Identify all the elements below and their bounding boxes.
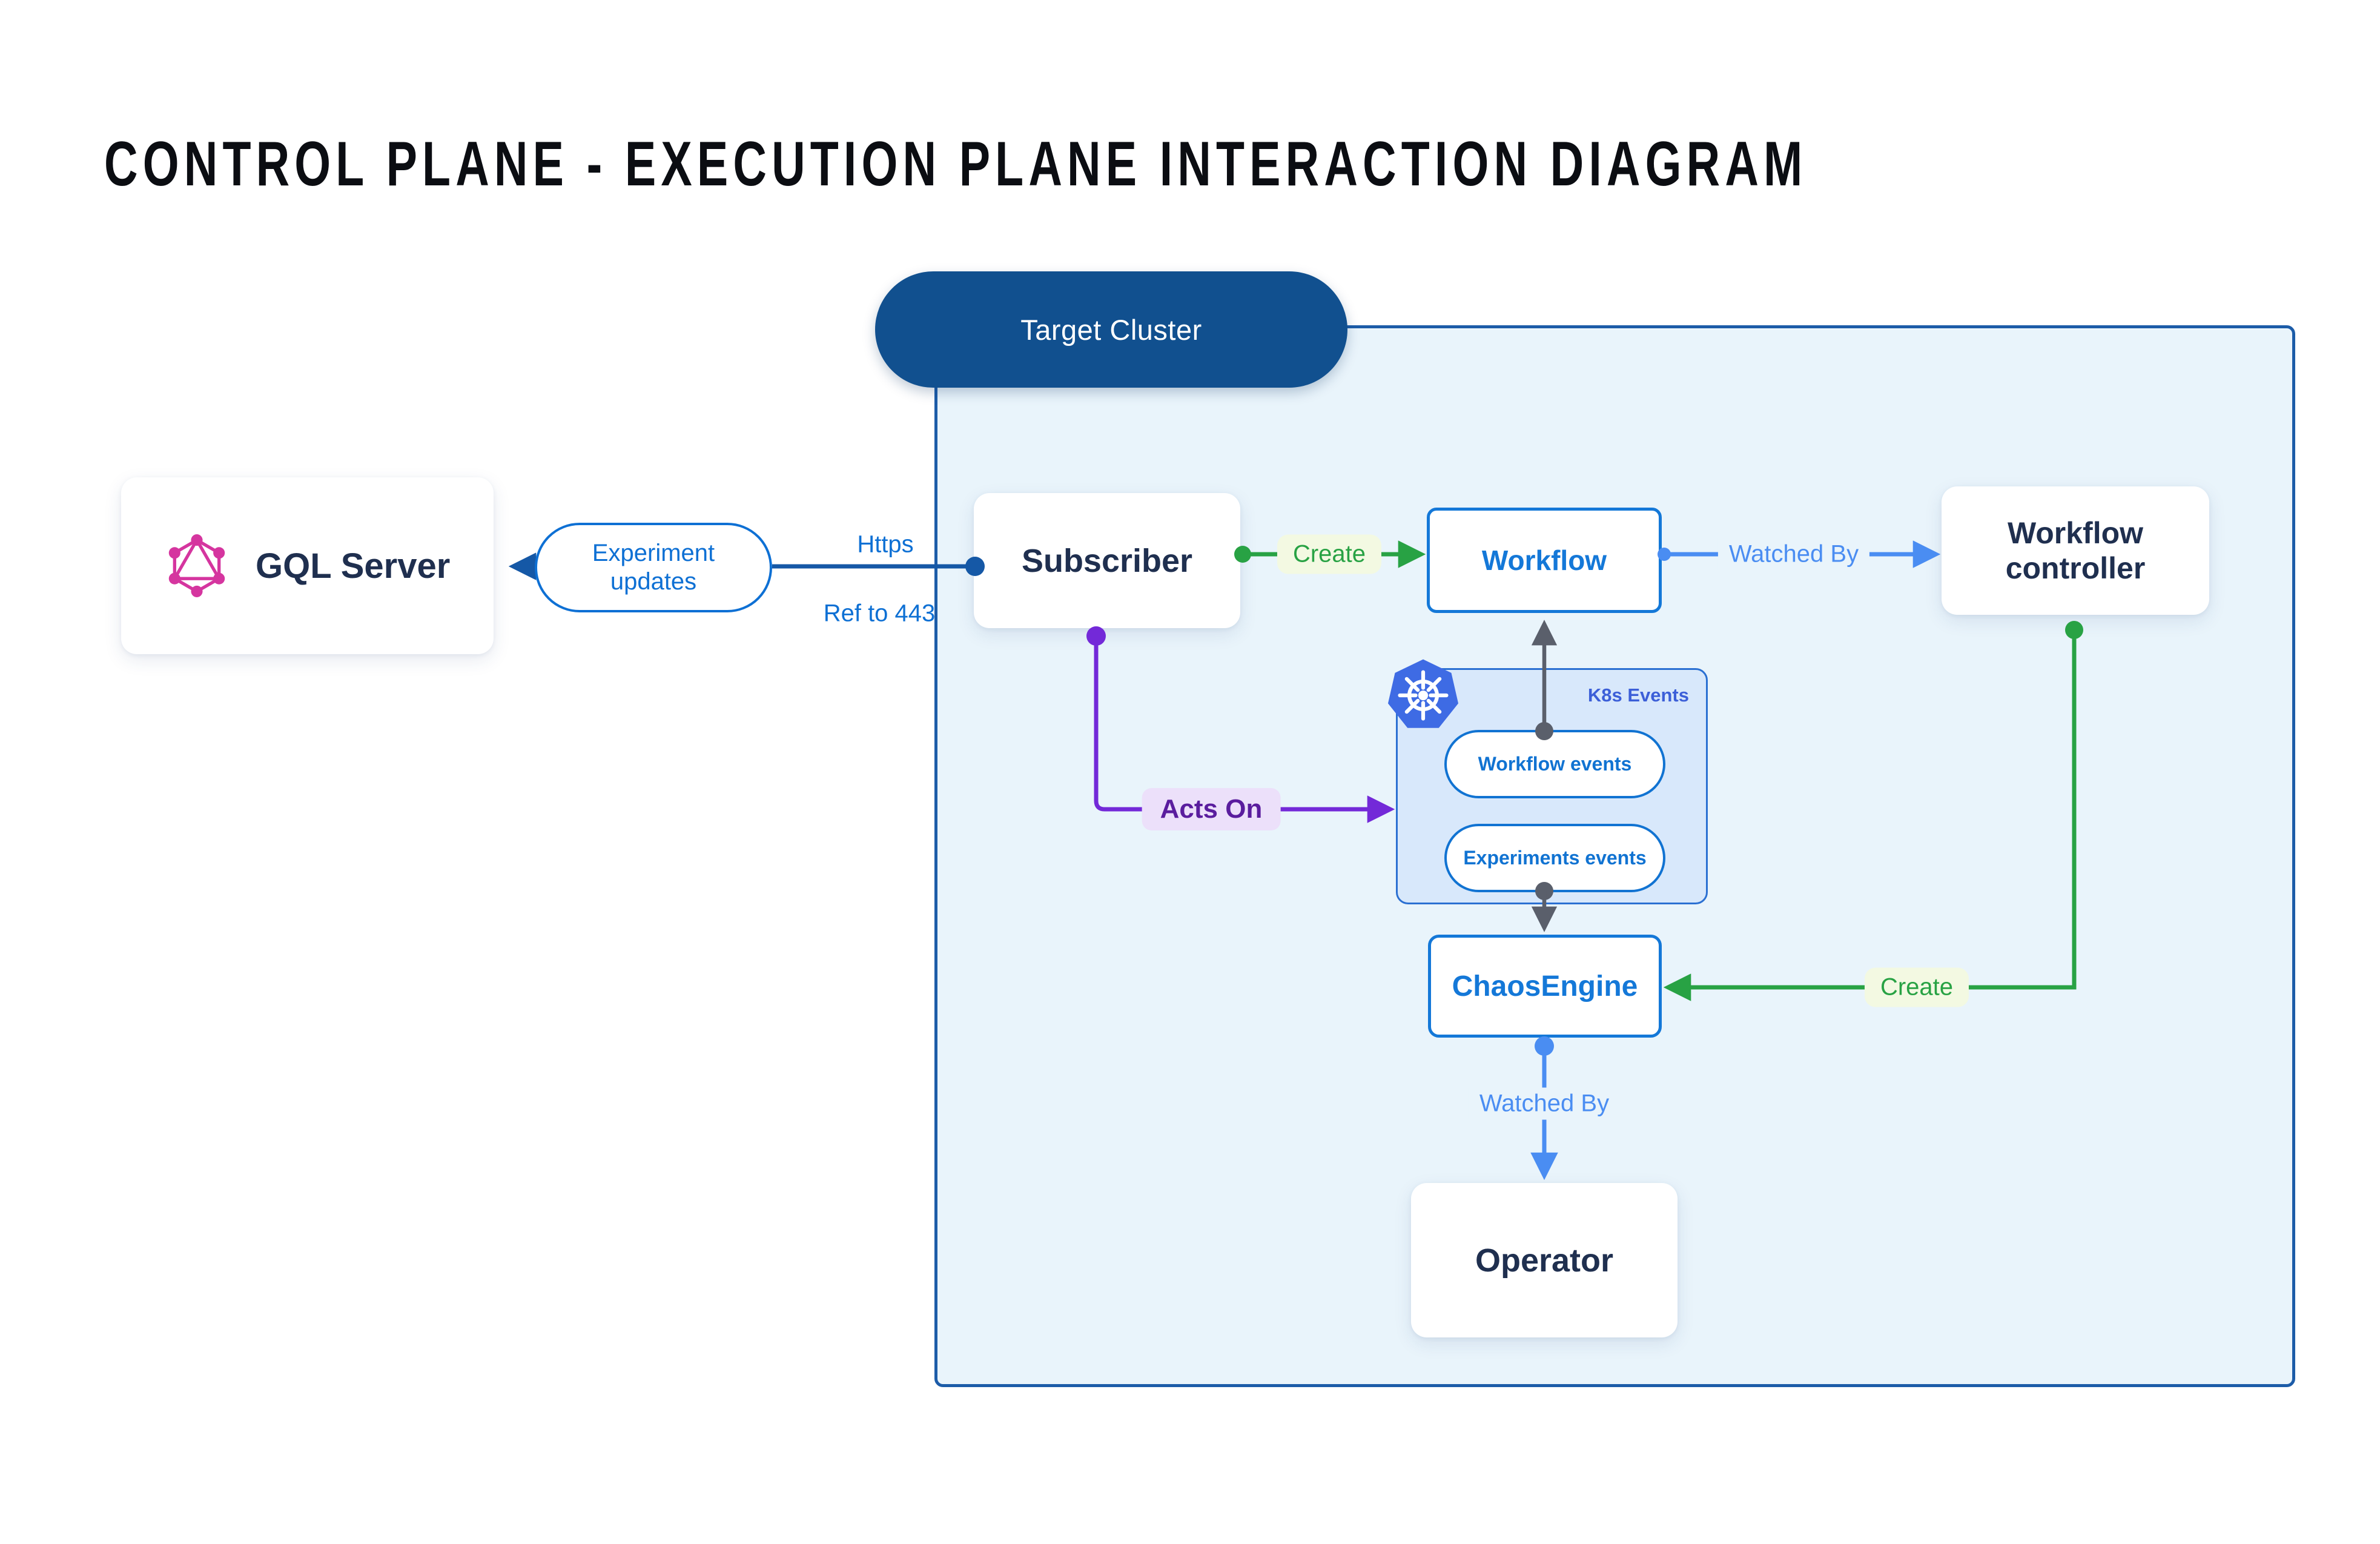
subscriber-node: Subscriber: [974, 493, 1240, 628]
https-label: Https: [857, 531, 914, 558]
gql-server-node: GQL Server: [121, 477, 494, 654]
experiments-events-pill: Experiments events: [1444, 824, 1665, 892]
acts-on-label: Acts On: [1142, 788, 1281, 830]
gql-server-label: GQL Server: [256, 546, 451, 586]
workflow-controller-label: Workflow controller: [2005, 516, 2146, 585]
ref-to-443-label: Ref to 443: [823, 600, 936, 627]
workflow-controller-node: Workflow controller: [1942, 486, 2209, 615]
operator-node: Operator: [1411, 1183, 1678, 1337]
subscriber-label: Subscriber: [1021, 542, 1193, 579]
workflow-label: Workflow: [1481, 545, 1607, 576]
target-cluster-pill: Target Cluster: [875, 271, 1347, 388]
workflow-events-pill: Workflow events: [1444, 730, 1665, 798]
kubernetes-icon: [1387, 659, 1459, 728]
create-chaosengine-label: Create: [1864, 967, 1969, 1007]
workflow-node: Workflow: [1427, 508, 1662, 613]
operator-label: Operator: [1475, 1242, 1614, 1279]
experiment-updates-label: Experiment updates: [592, 540, 715, 595]
chaos-engine-label: ChaosEngine: [1452, 970, 1638, 1002]
workflow-events-label: Workflow events: [1478, 753, 1632, 775]
target-cluster-label: Target Cluster: [1020, 313, 1202, 346]
watched-by-operator-label: Watched By: [1468, 1087, 1621, 1120]
experiment-updates-pill: Experiment updates: [535, 523, 772, 612]
k8s-events-title: K8s Events: [1587, 684, 1689, 706]
page-title: CONTROL PLANE - EXECUTION PLANE INTERACT…: [104, 129, 1808, 199]
graphql-icon: [168, 534, 225, 597]
chaos-engine-node: ChaosEngine: [1428, 935, 1662, 1038]
create-workflow-label: Create: [1277, 534, 1382, 574]
experiments-events-label: Experiments events: [1463, 847, 1647, 869]
watched-by-controller-label: Watched By: [1717, 538, 1870, 571]
